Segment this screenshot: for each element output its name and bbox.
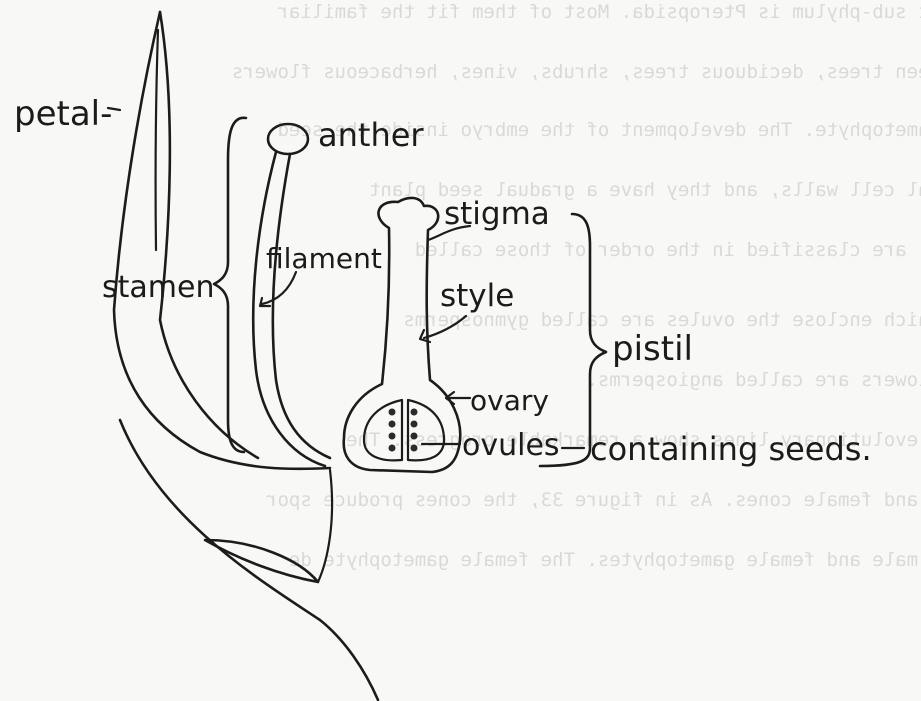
anther-shape <box>268 124 308 154</box>
ovary-label: ovary <box>470 384 549 417</box>
petal-outline <box>114 12 330 469</box>
ovary-inner-left <box>364 400 402 460</box>
style-label: style <box>440 278 514 314</box>
petal-label: petal- <box>14 94 112 134</box>
ovules-label: ovules <box>462 428 560 463</box>
ovule <box>389 409 396 416</box>
ovule <box>411 421 418 428</box>
stem-left-edge <box>120 420 378 700</box>
stamen-brace <box>214 118 246 452</box>
pistil-label: pistil <box>612 329 693 369</box>
stamen-label: stamen <box>102 270 214 305</box>
anther-label: anther <box>318 116 424 154</box>
style-pointer <box>424 316 466 338</box>
filament-pointer <box>262 272 296 304</box>
ovule <box>411 409 418 416</box>
ovule <box>389 421 396 428</box>
ovule <box>389 433 396 440</box>
filament-inner <box>273 154 330 458</box>
ovule <box>411 445 418 452</box>
stem-right-edge <box>318 470 332 582</box>
petal-inner-edge <box>160 12 258 458</box>
filament-label: filament <box>266 242 382 275</box>
ovule <box>411 433 418 440</box>
sepal-outline <box>205 540 318 582</box>
ovule <box>389 445 396 452</box>
petal-midrib <box>156 30 158 250</box>
containing-seeds-label: containing seeds. <box>590 430 872 468</box>
stigma-label: stigma <box>444 196 550 232</box>
